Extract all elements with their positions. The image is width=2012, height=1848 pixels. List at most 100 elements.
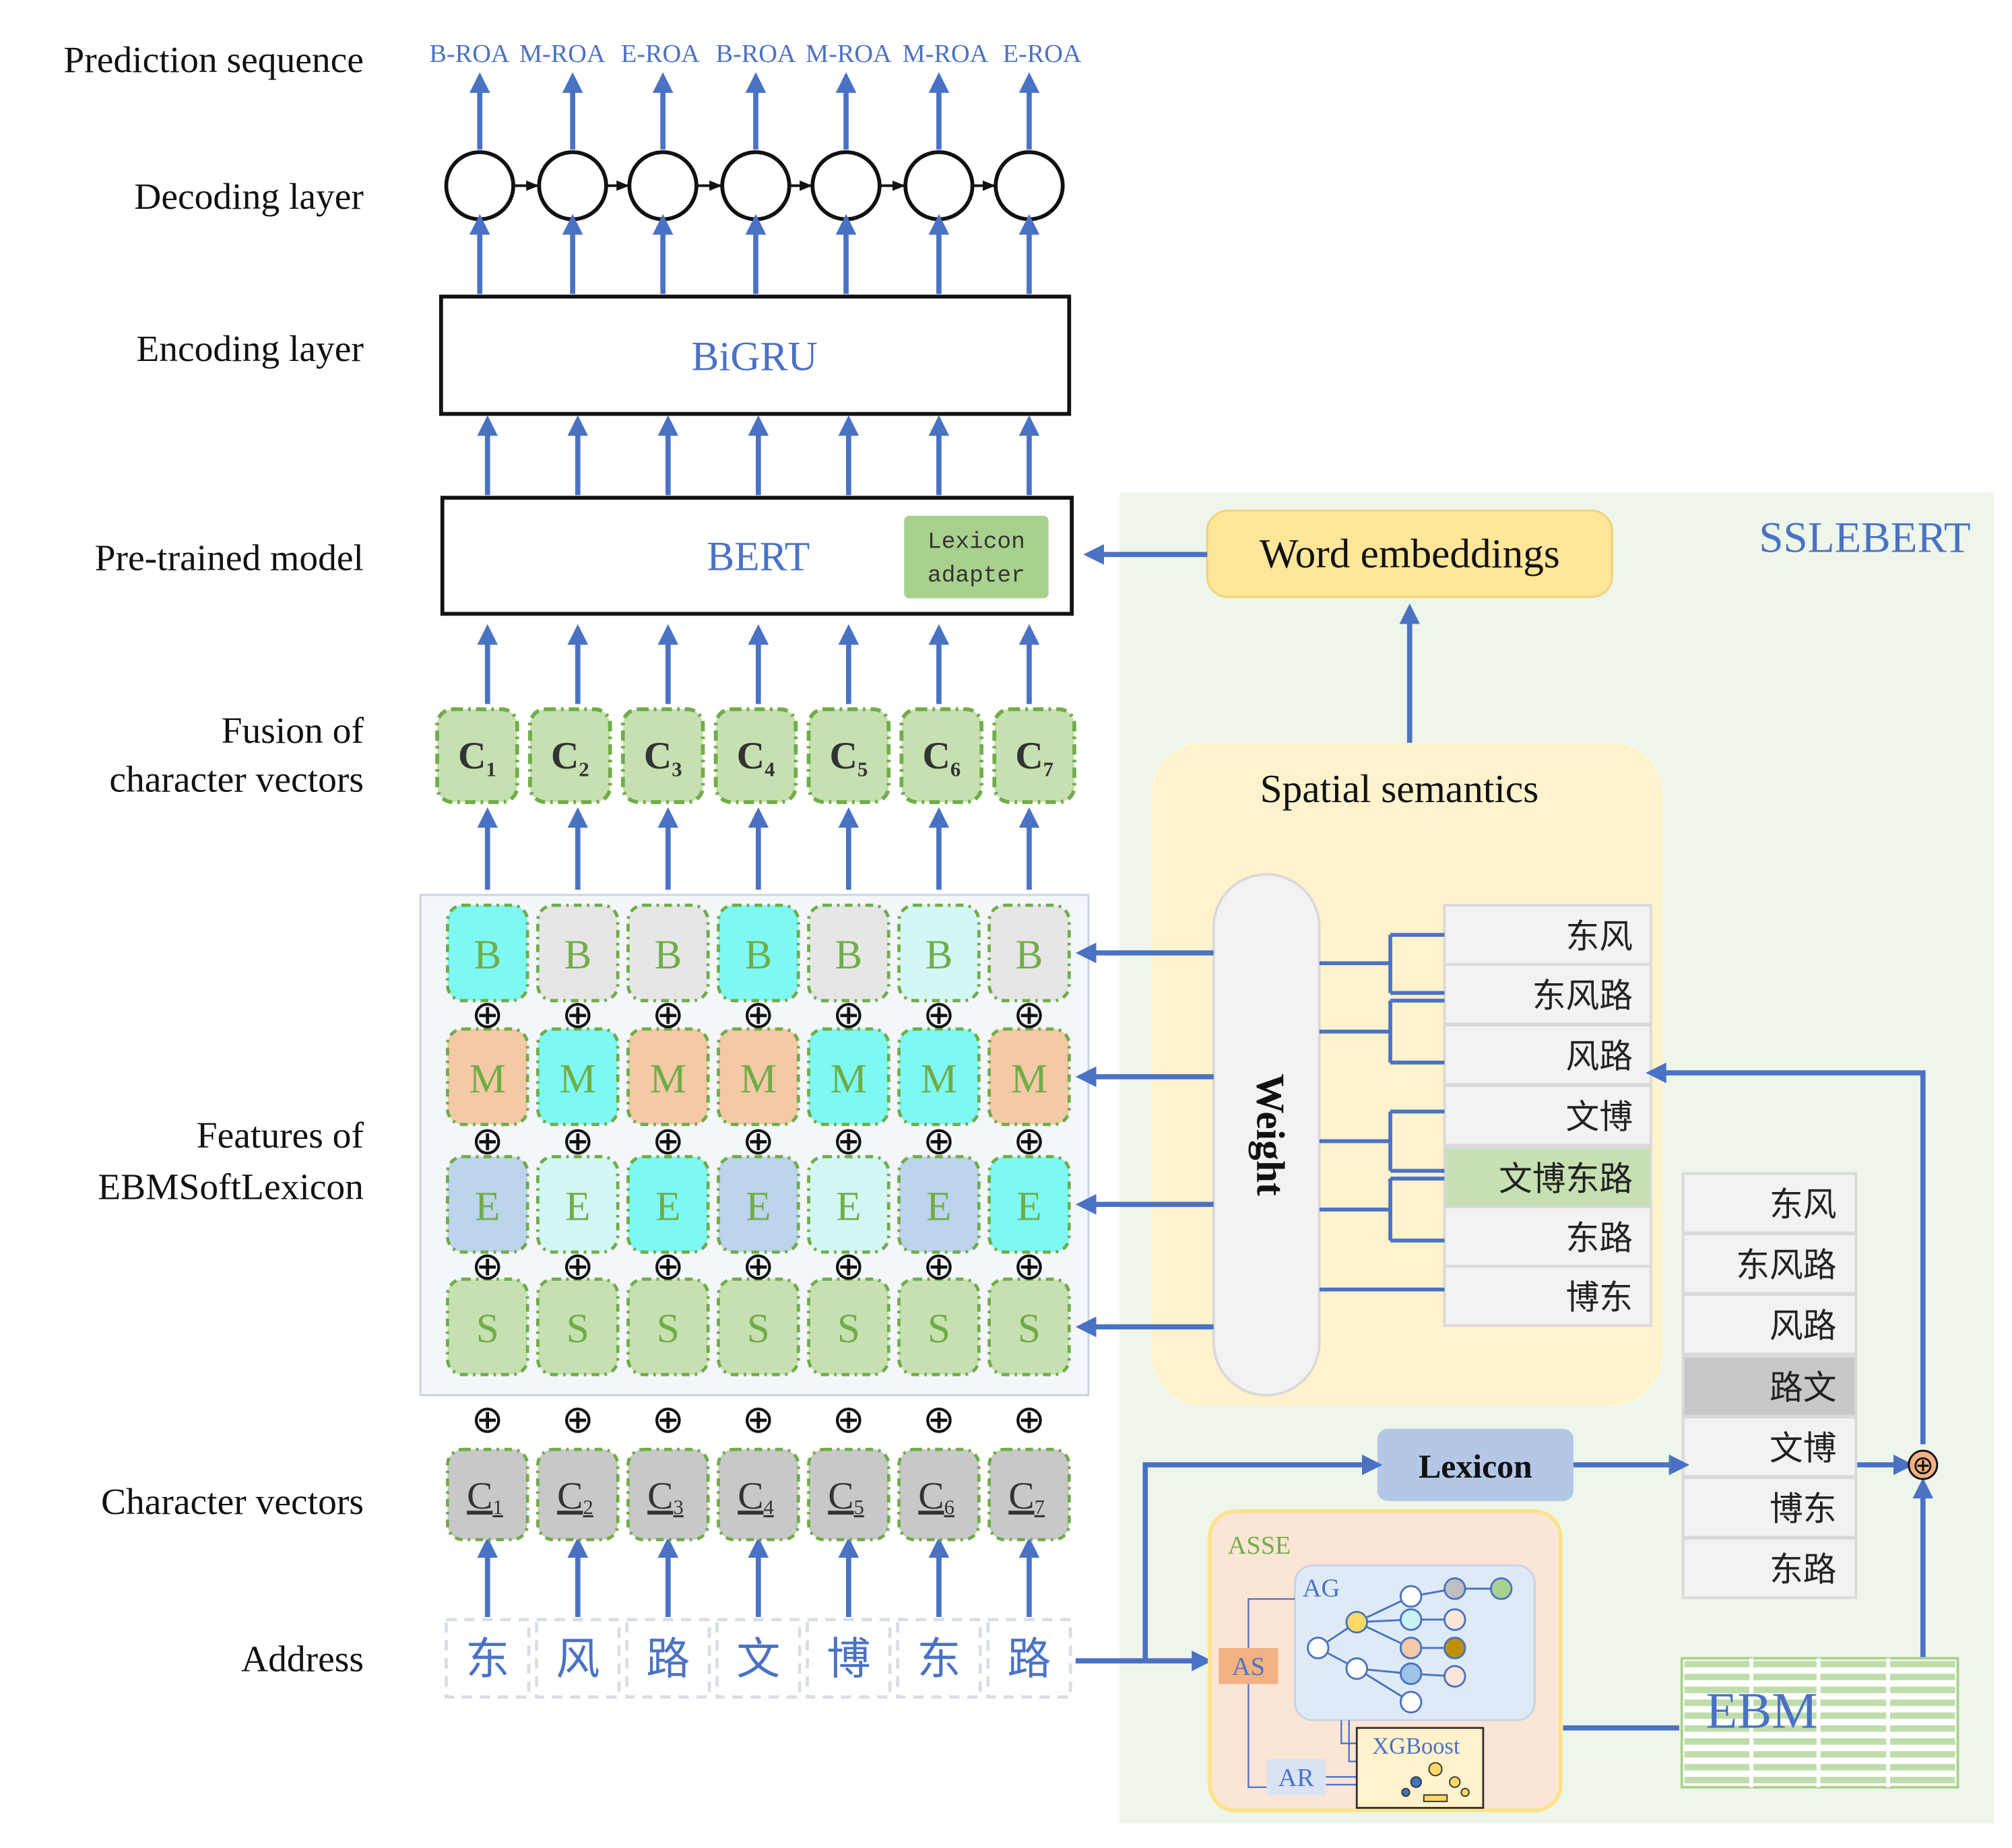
feature-cell-label: B — [835, 932, 862, 978]
as-box — [1219, 1647, 1278, 1684]
prediction-tag: M-ROA — [519, 40, 606, 68]
ebm-label: EBM — [1706, 1682, 1818, 1740]
bigru-box — [439, 294, 1072, 416]
prediction-tag: E-ROA — [1003, 40, 1082, 68]
feature-cell-label: E — [1016, 1183, 1041, 1229]
feature-cell-label: M — [469, 1056, 506, 1102]
candidate-word-cell — [1443, 1265, 1652, 1327]
feature-cell-label: B — [744, 932, 772, 978]
candidate-word-highlight — [1443, 1146, 1652, 1209]
plus-operator: ⊕ — [472, 1397, 504, 1442]
plus-operator: ⊕ — [833, 1119, 865, 1164]
char-vector-label: C5 — [828, 1475, 864, 1519]
address-char-cell — [896, 1618, 982, 1699]
plus-operator: ⊕ — [742, 1397, 775, 1442]
candidate-word-cell — [1443, 1206, 1652, 1268]
lexicon-word: 东风路 — [1736, 1246, 1836, 1285]
lexicon-box — [1377, 1428, 1573, 1501]
prediction-tag: M-ROA — [903, 40, 989, 68]
feature-cell-label: E — [565, 1183, 590, 1229]
lexicon-word: 路文 — [1770, 1368, 1837, 1407]
char-vector-label: C7 — [1008, 1475, 1045, 1519]
ebm-table — [1680, 1657, 1959, 1789]
candidate-word-cell — [1443, 904, 1652, 966]
xgboost-tree-icon — [1401, 1762, 1470, 1802]
fusion-vector-cell — [806, 707, 891, 804]
prediction-tag: B-ROA — [429, 40, 509, 68]
plus-operator: ⊕ — [742, 1119, 775, 1164]
label-features-line1: Features of — [197, 1115, 364, 1156]
feature-cell-s — [536, 1277, 620, 1377]
plus-operator: ⊕ — [1013, 992, 1045, 1037]
feature-cell-b — [446, 903, 529, 1003]
address-char: 东 — [465, 1634, 509, 1684]
candidate-connectors — [1319, 933, 1445, 1292]
char-vector-label: C4 — [738, 1475, 774, 1519]
lexicon-word-cell — [1681, 1416, 1858, 1478]
feature-cell-s — [717, 1277, 800, 1377]
feature-cell-label: M — [650, 1056, 686, 1102]
xgboost-label: XGBoost — [1372, 1734, 1460, 1759]
candidate-word: 风路 — [1565, 1036, 1633, 1076]
feature-cell-label: M — [560, 1056, 596, 1102]
char-vector-cell — [446, 1447, 529, 1542]
address-char-cell — [445, 1618, 531, 1699]
feature-cell-s — [807, 1277, 890, 1377]
decoding-nodes — [444, 150, 1065, 294]
decoder-node — [994, 150, 1065, 222]
lexicon-word-cell — [1681, 1232, 1858, 1295]
feature-cell-e — [626, 1155, 710, 1254]
lexicon-word-cell — [1681, 1476, 1858, 1539]
feature-cell-m — [536, 1027, 620, 1127]
feature-cell-label: B — [925, 932, 952, 978]
fusion-vector-label: C4 — [737, 735, 775, 781]
feature-cell-label: S — [928, 1306, 950, 1352]
decoder-node — [903, 150, 975, 222]
lexicon-word: 风路 — [1770, 1307, 1837, 1346]
lexicon-word-cell — [1681, 1293, 1858, 1356]
fusion-vector-cell — [899, 707, 983, 804]
plus-operator: ⊕ — [562, 1119, 594, 1164]
lexicon-adapter-line1: Lexicon — [928, 529, 1025, 556]
weight-to-feature-arrows — [1075, 942, 1214, 1338]
lexicon-word: 东风 — [1770, 1185, 1837, 1224]
lexicon-word: 博东 — [1770, 1489, 1837, 1528]
label-pretrained-model: Pre-trained model — [95, 537, 364, 579]
feature-cell-b — [897, 903, 981, 1003]
feature-cell-label: S — [837, 1306, 860, 1352]
feature-cell-m — [446, 1027, 529, 1127]
label-character-vectors: Character vectors — [101, 1482, 364, 1523]
plus-operator: ⊕ — [472, 992, 504, 1037]
char-vector-label: C6 — [918, 1475, 954, 1519]
feature-cell-b — [807, 903, 890, 1003]
plus-operator: ⊕ — [833, 1243, 865, 1288]
lexicon-adapter-box — [904, 515, 1049, 599]
plus-operator: ⊕ — [562, 1243, 594, 1288]
plus-operator: ⊕ — [652, 992, 684, 1037]
address-flow-lines — [1075, 1062, 1934, 1731]
char-vector-label: C3 — [647, 1475, 684, 1519]
word-embeddings-label: Word embeddings — [1260, 531, 1560, 576]
candidate-word: 文博 — [1565, 1097, 1633, 1136]
fusion-vector-label: C3 — [644, 735, 682, 781]
feature-cell-e — [807, 1155, 890, 1254]
feature-cell-label: S — [657, 1306, 680, 1352]
ar-box — [1266, 1758, 1326, 1795]
prediction-tag: E-ROA — [621, 40, 700, 68]
feature-cell-label: M — [921, 1056, 957, 1102]
prediction-tag: B-ROA — [715, 40, 796, 68]
fusion-vector-cell — [620, 707, 705, 804]
plus-operator: ⊕ — [562, 992, 594, 1037]
candidate-word-cell — [1443, 1084, 1652, 1147]
fusion-vector-cell — [992, 707, 1076, 804]
address-char: 博 — [826, 1634, 870, 1684]
fusion-vector-cell — [528, 707, 612, 804]
plus-operator: ⊕ — [923, 1243, 955, 1288]
plus-operator: ⊕ — [652, 1397, 684, 1442]
decoder-node — [810, 150, 882, 222]
lexicon-adapter-line2: adapter — [928, 563, 1025, 589]
plus-operator: ⊕ — [652, 1119, 684, 1164]
